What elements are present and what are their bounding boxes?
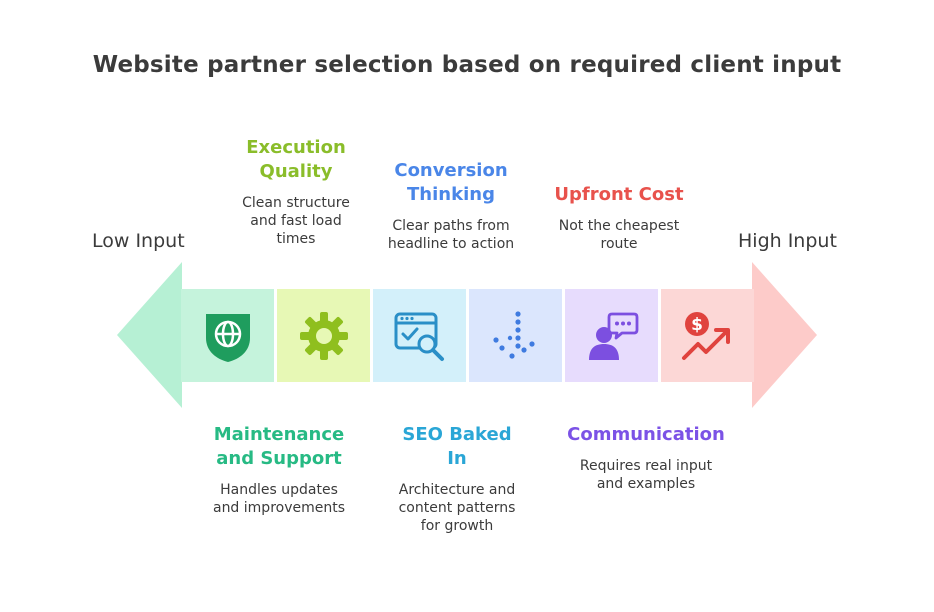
segment-search — [373, 289, 466, 382]
globe-shield-icon — [205, 313, 250, 362]
diagram-title: Website partner selection based on requi… — [92, 52, 842, 78]
upfront-cost-title: Upfront Cost — [554, 184, 684, 205]
upfront-cost-desc-line1: Not the cheapest — [558, 218, 680, 234]
upfront-cost-desc-line2: route — [600, 236, 638, 252]
person-speech-icon — [588, 312, 638, 360]
maintenance-support-desc-line1: Handles updates — [220, 482, 338, 498]
segment-dots — [469, 289, 562, 382]
execution-quality-title-line1: Execution — [246, 137, 346, 158]
execution-quality-title-line2: Quality — [259, 161, 333, 182]
low-input-label: Low Input — [92, 230, 185, 252]
item-seo-baked-in: SEO Baked In Architecture and content pa… — [367, 423, 547, 535]
segment-globe — [181, 289, 274, 382]
conversion-thinking-desc-line2: headline to action — [387, 236, 515, 252]
conversion-thinking-title-line1: Conversion — [394, 160, 508, 181]
seo-baked-in-title-line1: SEO Baked — [402, 424, 512, 445]
maintenance-support-desc-line2: and improvements — [212, 500, 346, 516]
seo-baked-in-desc-line3: for growth — [420, 518, 494, 534]
conversion-thinking-title-line2: Thinking — [407, 184, 495, 205]
seo-baked-in-title-line2: In — [447, 448, 467, 469]
segment-person — [565, 289, 658, 382]
right-arrowhead — [752, 262, 817, 408]
gear-icon — [299, 311, 348, 360]
item-maintenance-support: Maintenance and Support Handles updates … — [189, 423, 369, 517]
execution-quality-desc-line2: and fast load — [250, 213, 342, 229]
communication-title: Communication — [567, 424, 725, 445]
communication-desc-line1: Requires real input — [579, 458, 713, 474]
seo-baked-in-desc-line1: Architecture and — [398, 482, 516, 498]
high-input-label: High Input — [738, 230, 837, 252]
execution-quality-desc-line1: Clean structure — [242, 195, 350, 211]
conversion-thinking-desc-line1: Clear paths from — [392, 218, 510, 234]
execution-quality-desc-line3: times — [276, 231, 316, 247]
maintenance-support-title-line1: Maintenance — [213, 424, 345, 445]
item-communication: Communication Requires real input and ex… — [556, 423, 736, 493]
seo-baked-in-desc-line2: content patterns — [398, 500, 516, 516]
dollar-trend-up-icon: $ — [681, 311, 730, 360]
left-arrowhead — [117, 262, 182, 408]
browser-search-check-icon — [394, 312, 444, 361]
item-upfront-cost: Upfront Cost Not the cheapest route — [529, 183, 709, 253]
segment-dollar: $ — [661, 289, 754, 382]
item-conversion-thinking: Conversion Thinking Clear paths from hea… — [361, 159, 541, 253]
communication-desc-line2: and examples — [596, 476, 696, 492]
svg-text:$: $ — [691, 315, 703, 335]
segment-gear — [277, 289, 370, 382]
item-execution-quality: Execution Quality Clean structure and fa… — [206, 136, 386, 248]
dotted-arrow-down-icon — [492, 310, 535, 359]
maintenance-support-title-line2: and Support — [216, 448, 342, 469]
